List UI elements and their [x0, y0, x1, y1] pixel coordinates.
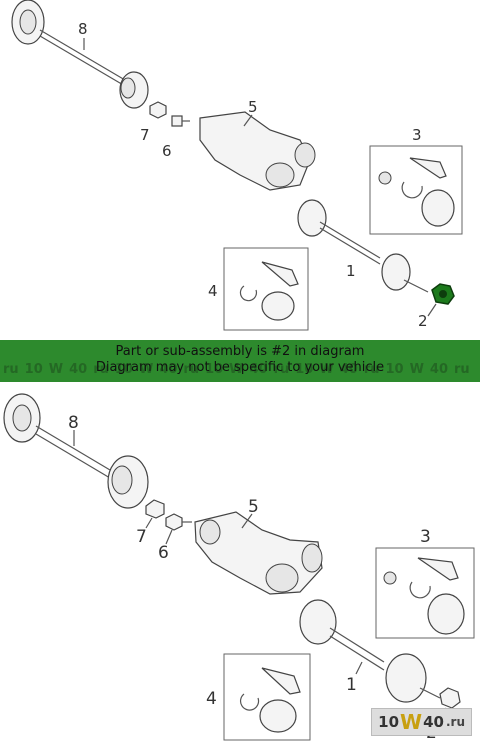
callout-7: 7	[136, 527, 147, 547]
notice-line-2: Diagram may not be specific to your vehi…	[95, 360, 385, 375]
watermark-token: 10	[295, 362, 314, 377]
watermark-token: 10	[114, 362, 133, 377]
part-1-axle-shaft[interactable]	[297, 199, 429, 293]
watermark-token: 10	[385, 362, 404, 377]
watermark-ru: .ru	[445, 715, 465, 729]
diagram-top: 8 7 6 5 3	[0, 0, 480, 340]
part-7-nut[interactable]	[149, 101, 167, 119]
callout-3: 3	[420, 527, 431, 547]
part-8-shaft[interactable]	[11, 0, 149, 109]
watermark-token: 40	[429, 362, 449, 377]
watermark-token: ru	[93, 362, 109, 377]
watermark-token: ru	[273, 362, 290, 377]
part-1-axle-shaft[interactable]	[299, 599, 441, 703]
callout-5: 5	[248, 98, 258, 116]
diagram-top-svg: 8 7 6 5 3	[11, 0, 463, 331]
watermark-token: ru	[183, 362, 200, 377]
watermark-token: 40	[159, 362, 178, 377]
callout-1: 1	[346, 675, 357, 695]
part-5-differential[interactable]	[199, 111, 316, 191]
watermark-token: 40	[249, 362, 268, 377]
watermark-token: 40	[339, 362, 358, 377]
callout-3: 3	[412, 126, 422, 144]
part-6-bolt[interactable]	[171, 115, 190, 127]
watermark-token: ru	[363, 362, 380, 377]
watermark-token: 40	[69, 362, 88, 377]
part-2-axle-nut-highlighted[interactable]	[431, 283, 455, 305]
notice-banner: Part or sub-assembly is #2 in diagram Di…	[0, 340, 480, 382]
callout-4: 4	[206, 689, 217, 709]
callout-6: 6	[162, 142, 172, 160]
watermark-strip: ru 10 W 40 ru 10 W 40 ru 10 W 40 ru 10 W 40 ru 10 W 40 ru	[0, 362, 480, 382]
watermark-token: W	[409, 362, 424, 377]
part-5-differential[interactable]	[194, 511, 323, 595]
callout-2: 2	[418, 312, 428, 330]
diagram-bottom-svg: 8 7 6 5 3	[3, 393, 475, 743]
part-4-kit-box[interactable]	[223, 247, 309, 331]
part-6-bolt[interactable]	[165, 513, 192, 531]
notice-line-1: Part or sub-assembly is #2 in diagram	[115, 344, 365, 359]
watermark-token: W	[229, 362, 244, 377]
watermark-token: W	[48, 362, 64, 377]
callout-8: 8	[78, 20, 88, 38]
watermark-token: 10	[24, 362, 43, 377]
diagram-bottom: 8 7 6 5 3	[0, 382, 480, 744]
watermark-token: ru	[454, 362, 470, 377]
callout-4: 4	[208, 282, 218, 300]
part-7-nut[interactable]	[145, 499, 165, 519]
watermark-token: 10	[205, 362, 224, 377]
watermark-token: ru	[3, 362, 19, 377]
watermark-token: W	[319, 362, 334, 377]
watermark-token: W	[138, 362, 154, 377]
watermark-post: 40	[423, 713, 444, 731]
callout-7: 7	[140, 126, 150, 144]
watermark-pre: 10	[378, 713, 400, 731]
part-8-shaft[interactable]	[3, 393, 149, 509]
callout-6: 6	[158, 543, 169, 563]
watermark-w: W	[400, 710, 423, 734]
callout-8: 8	[68, 413, 79, 433]
callout-1: 1	[346, 262, 356, 280]
part-2-axle-nut[interactable]	[439, 687, 461, 709]
callout-5: 5	[248, 497, 259, 517]
